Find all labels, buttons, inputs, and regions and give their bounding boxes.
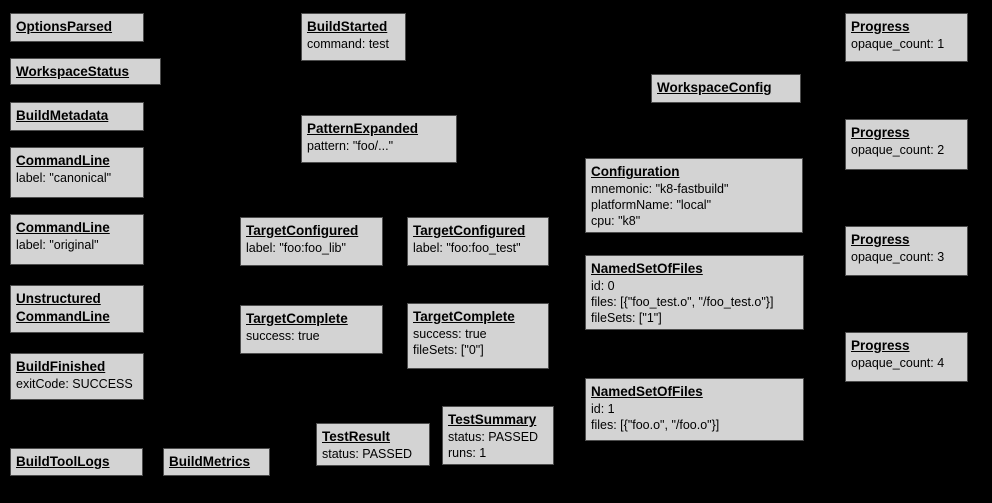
node-title: Progress <box>851 125 910 140</box>
node-detail: status: PASSED <box>322 447 413 461</box>
node-detail: label: "canonical" <box>16 171 112 185</box>
node-title: CommandLine <box>16 220 110 235</box>
node-title: BuildMetadata <box>16 108 109 123</box>
node-title: Progress <box>851 338 910 353</box>
node-detail: id: 0 <box>591 279 615 293</box>
node-title: Progress <box>851 19 910 34</box>
node-configuration: Configuration mnemonic: "k8-fastbuild" pla… <box>585 158 803 233</box>
node-title: CommandLine <box>16 153 110 168</box>
node-detail: success: true <box>246 329 320 343</box>
node-title: BuildFinished <box>16 359 106 374</box>
node-detail: success: true <box>413 327 487 341</box>
node-title: NamedSetOfFiles <box>591 384 703 399</box>
node-build-metadata: BuildMetadata <box>10 102 144 131</box>
node-title: Unstructured <box>16 291 101 306</box>
node-detail: fileSets: ["0"] <box>413 343 484 357</box>
node-title: BuildMetrics <box>169 454 251 469</box>
node-detail: pattern: "foo/..." <box>307 139 394 153</box>
node-detail: opaque_count: 2 <box>851 143 945 157</box>
node-title: OptionsParsed <box>16 19 113 34</box>
node-build-tool-logs: BuildToolLogs <box>10 448 143 476</box>
node-named-set-of-files-1: NamedSetOfFiles id: 1 files: [{"foo.o", "/… <box>585 378 804 441</box>
node-command-line-original: CommandLine label: "original" <box>10 214 144 265</box>
node-detail: files: [{"foo_test.o", "/foo_test.o"}] <box>591 295 774 309</box>
node-detail: command: test <box>307 37 389 51</box>
node-detail: platformName: "local" <box>591 198 712 212</box>
node-detail: exitCode: SUCCESS <box>16 377 133 391</box>
node-progress-1: Progress opaque_count: 1 <box>845 13 968 62</box>
node-title: Configuration <box>591 164 680 179</box>
node-title: CommandLine <box>16 309 110 324</box>
node-detail: opaque_count: 4 <box>851 356 945 370</box>
node-target-configured-foo-lib: TargetConfigured label: "foo:foo_lib" <box>240 217 383 266</box>
node-title: TargetConfigured <box>413 223 526 238</box>
node-detail: fileSets: ["1"] <box>591 311 662 325</box>
node-detail: opaque_count: 3 <box>851 250 945 264</box>
node-title: TargetComplete <box>413 309 515 324</box>
node-title: TestResult <box>322 429 391 444</box>
node-build-metrics: BuildMetrics <box>163 448 270 476</box>
node-command-line-canonical: CommandLine label: "canonical" <box>10 147 144 198</box>
node-title: TargetComplete <box>246 311 348 326</box>
node-title: BuildToolLogs <box>16 454 110 469</box>
node-detail: status: PASSED <box>448 430 539 444</box>
node-detail: label: "foo:foo_lib" <box>246 241 346 255</box>
node-title: WorkspaceStatus <box>16 64 130 79</box>
node-target-complete-foo-test: TargetComplete success: true fileSets: ["0… <box>407 303 549 369</box>
node-test-result: TestResult status: PASSED <box>316 423 430 466</box>
node-title: PatternExpanded <box>307 121 419 136</box>
node-title: BuildStarted <box>307 19 388 34</box>
node-progress-3: Progress opaque_count: 3 <box>845 226 968 276</box>
node-detail: label: "original" <box>16 238 99 252</box>
node-target-complete-foo-lib: TargetComplete success: true <box>240 305 383 354</box>
node-title: TestSummary <box>448 412 537 427</box>
node-build-finished: BuildFinished exitCode: SUCCESS <box>10 353 144 400</box>
node-options-parsed: OptionsParsed <box>10 13 144 42</box>
node-progress-4: Progress opaque_count: 4 <box>845 332 968 382</box>
node-progress-2: Progress opaque_count: 2 <box>845 119 968 170</box>
node-detail: label: "foo:foo_test" <box>413 241 521 255</box>
node-build-started: BuildStarted command: test <box>301 13 406 61</box>
node-detail: runs: 1 <box>448 446 487 460</box>
node-detail: mnemonic: "k8-fastbuild" <box>591 182 729 196</box>
node-test-summary: TestSummary status: PASSED runs: 1 <box>442 406 554 465</box>
node-detail: id: 1 <box>591 402 615 416</box>
node-detail: files: [{"foo.o", "/foo.o"}] <box>591 418 720 432</box>
node-title: NamedSetOfFiles <box>591 261 703 276</box>
node-named-set-of-files-0: NamedSetOfFiles id: 0 files: [{"foo_test.o… <box>585 255 804 330</box>
node-detail: cpu: "k8" <box>591 214 641 228</box>
node-target-configured-foo-test: TargetConfigured label: "foo:foo_test" <box>407 217 549 266</box>
node-detail: opaque_count: 1 <box>851 37 945 51</box>
node-title: TargetConfigured <box>246 223 359 238</box>
node-workspace-config: WorkspaceConfig <box>651 74 801 103</box>
node-title: Progress <box>851 232 910 247</box>
node-workspace-status: WorkspaceStatus <box>10 58 161 85</box>
node-pattern-expanded: PatternExpanded pattern: "foo/..." <box>301 115 457 163</box>
node-title: WorkspaceConfig <box>657 80 772 95</box>
